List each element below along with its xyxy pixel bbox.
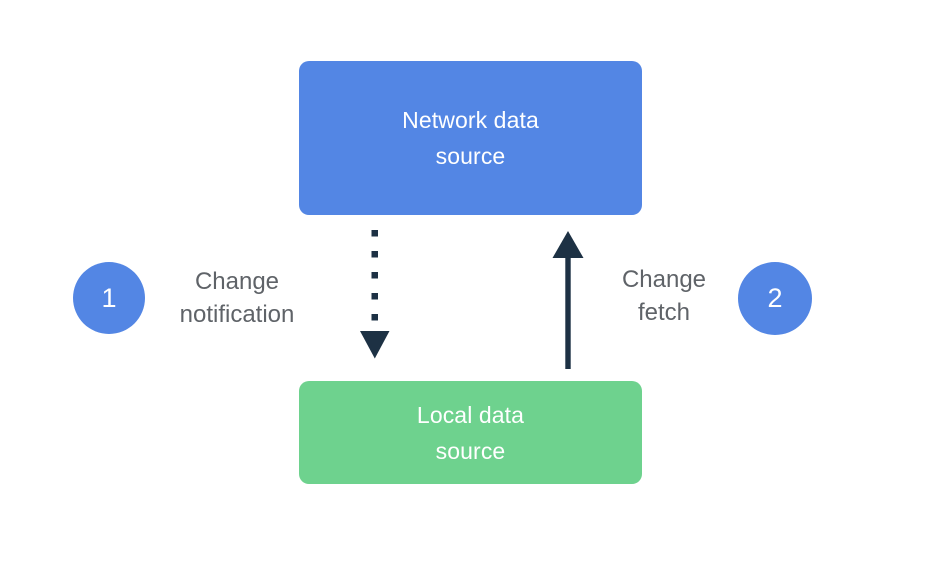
dotted-down-arrow-icon <box>360 230 390 359</box>
step-badge-2: 2 <box>738 262 812 335</box>
arrow-label-change-notification: Change notification <box>179 268 295 328</box>
step-badge-2-number: 2 <box>767 283 783 313</box>
step-badge-1-number: 1 <box>101 282 117 313</box>
solid-up-arrow-icon <box>552 231 584 369</box>
node-local-data-source-label: Local data source <box>416 401 525 464</box>
node-network-data-source: Network data source <box>299 61 642 215</box>
step-badge-1: 1 <box>73 262 145 334</box>
node-network-data-source-label: Network data source <box>402 107 539 169</box>
arrow-label-change-fetch: Change fetch <box>621 266 707 326</box>
node-local-data-source: Local data source <box>299 381 642 484</box>
